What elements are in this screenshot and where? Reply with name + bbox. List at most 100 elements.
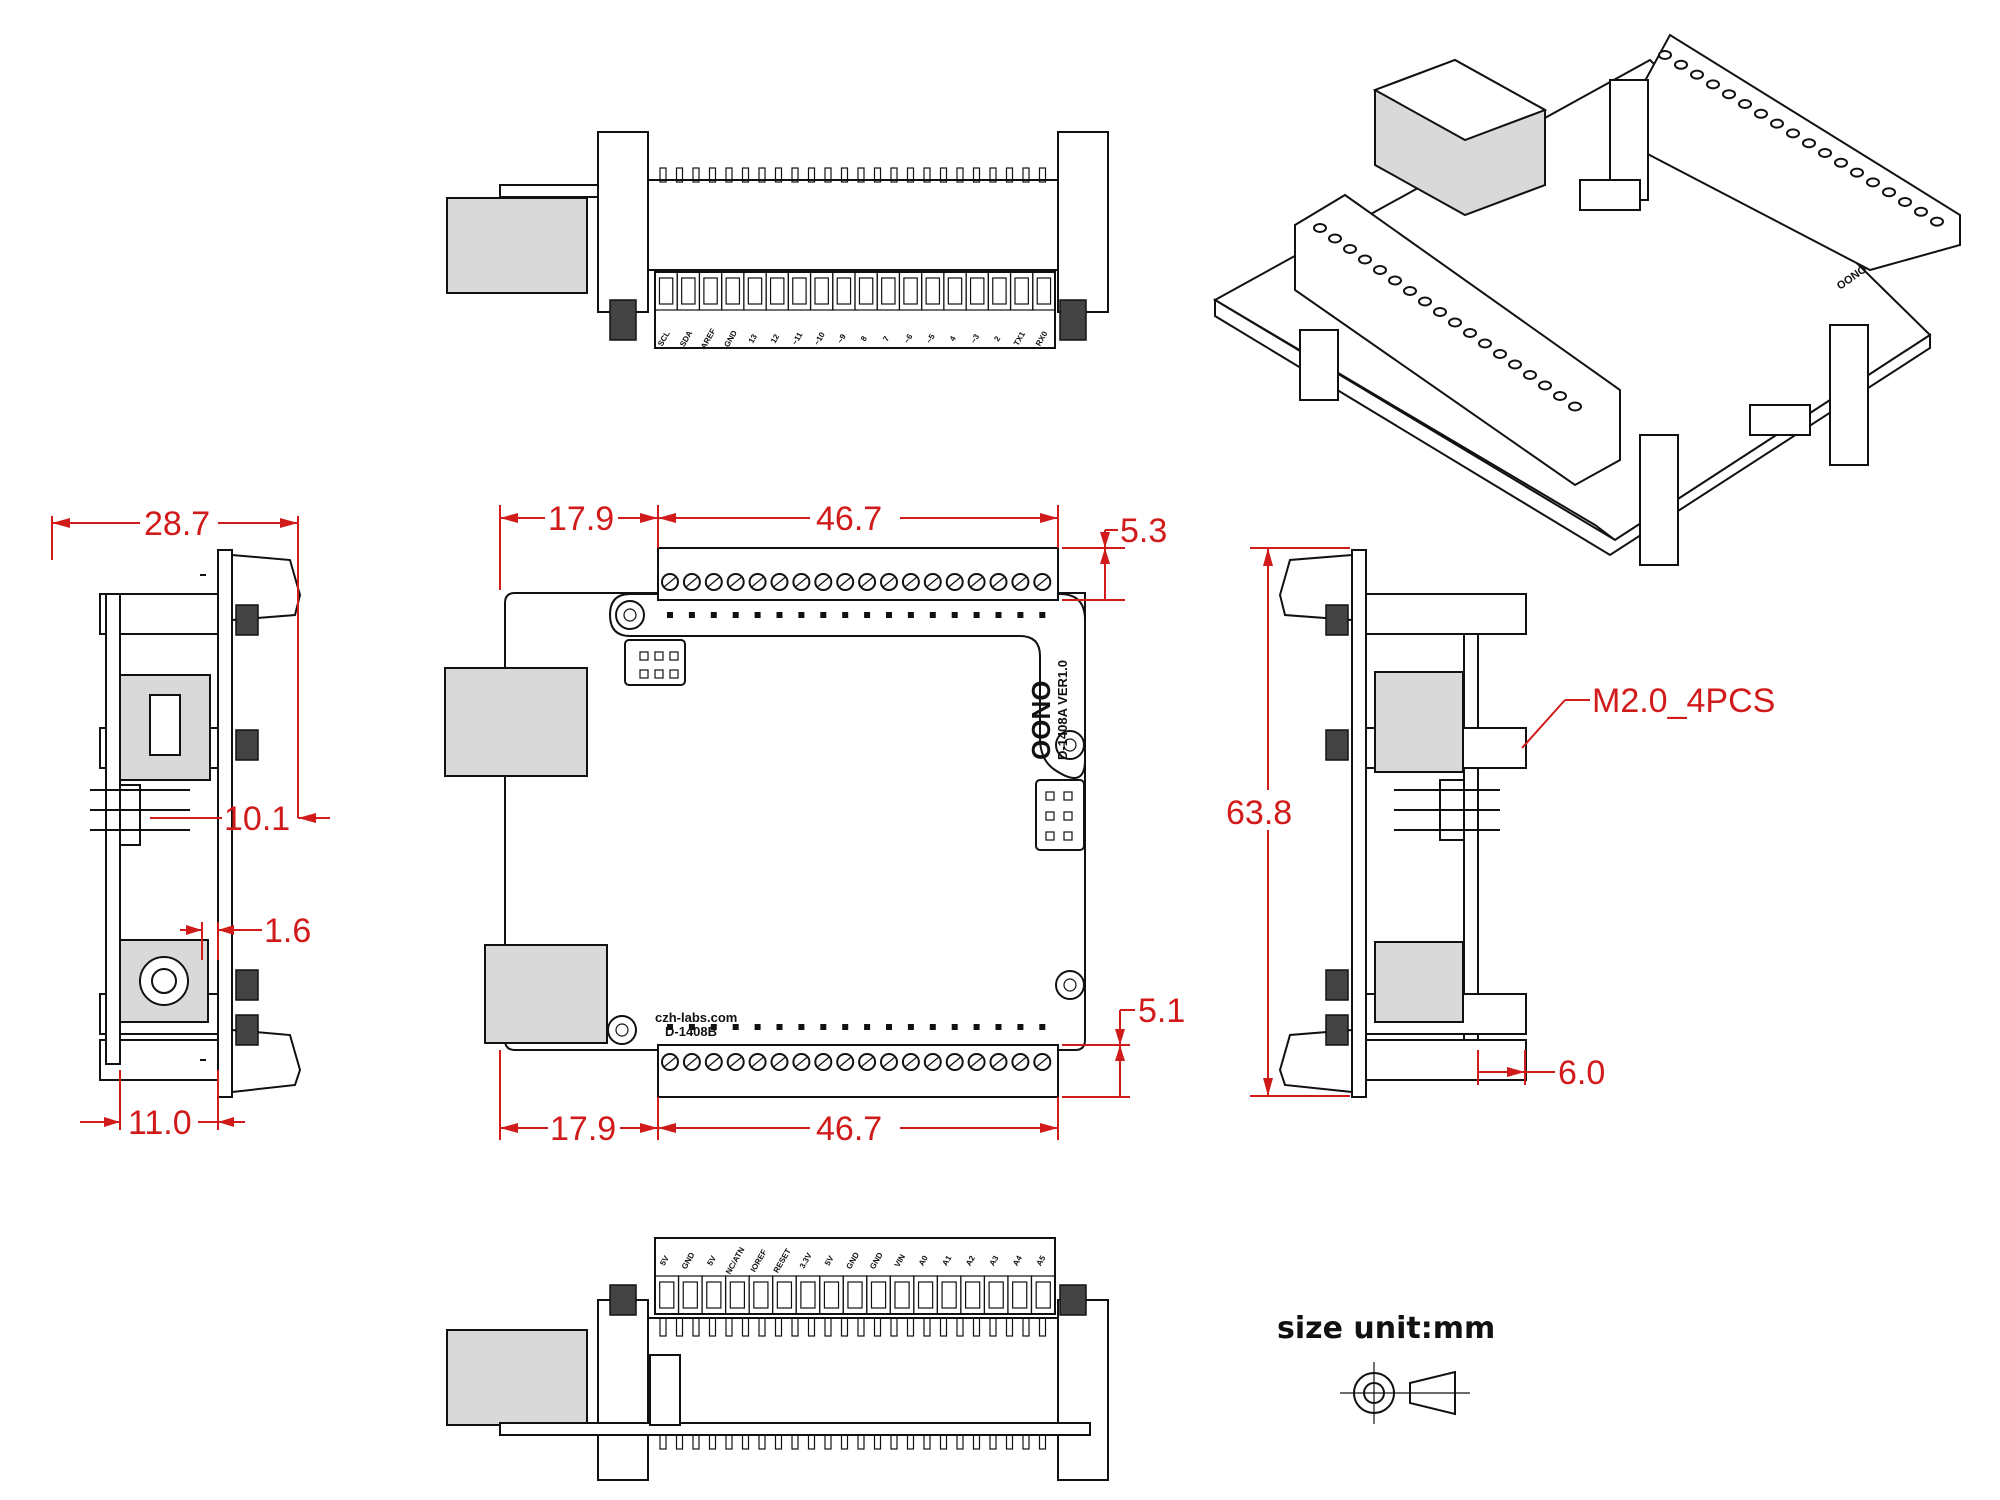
- dim-arrow: [1100, 532, 1110, 548]
- iso-screw: [1706, 79, 1720, 90]
- iso-screw: [1802, 138, 1816, 149]
- screw-slot: [1014, 576, 1027, 588]
- iso-screw: [1786, 128, 1800, 139]
- screw-slot: [729, 1056, 743, 1068]
- screw-slot: [795, 576, 808, 588]
- header-pin: [807, 1317, 816, 1337]
- iso-screw: [1882, 187, 1896, 198]
- left-standoff-top: [99, 593, 231, 635]
- header-pin-tail: [758, 1434, 766, 1450]
- plan-view: OONO D-1408A VER1.0 czh-labs.com D-1408B…: [444, 500, 1185, 1148]
- header-pin-tail: [956, 1434, 964, 1450]
- header-pin: [1022, 167, 1030, 183]
- header-pin: [692, 167, 700, 183]
- terminal-slot: [870, 1281, 887, 1309]
- iso-screw: [1754, 108, 1768, 119]
- pad: [842, 612, 849, 618]
- header-pin-tail: [840, 1434, 849, 1450]
- pad: [820, 612, 827, 618]
- right-usb-jack: [1374, 671, 1464, 773]
- screw-slot: [926, 576, 940, 588]
- header-pin-tail: [906, 1434, 915, 1450]
- icsp-pin: [1063, 791, 1073, 801]
- dim-5-3: 5.3: [1120, 512, 1167, 550]
- iso-screws-front: [1313, 223, 1582, 412]
- header-pin: [807, 167, 816, 183]
- plan-pads-top: [667, 612, 1046, 618]
- mount-hole-bl: [607, 1015, 637, 1045]
- header-pin: [1005, 1317, 1014, 1337]
- pad: [951, 1024, 958, 1030]
- pad: [1039, 612, 1046, 618]
- header-pin-tail: [890, 1434, 898, 1450]
- terminal-slot: [823, 1281, 840, 1309]
- iso-screw: [1433, 307, 1447, 317]
- bot-standoff-screw-right: [1059, 1284, 1087, 1316]
- iso-screw: [1866, 177, 1880, 188]
- icsp-pins: [639, 651, 1073, 841]
- icsp-pin: [669, 651, 679, 661]
- left-pin-header: [119, 784, 141, 846]
- header-pin: [857, 1317, 865, 1337]
- dim-arrow: [1100, 548, 1110, 564]
- plan-terminal-bottom: [657, 1044, 1059, 1098]
- header-pin-tail: [824, 1434, 832, 1450]
- dim-arrow: [1507, 1067, 1525, 1077]
- isometric-view: OONO: [1212, 33, 1961, 566]
- header-pin: [675, 1317, 684, 1337]
- icsp-pin: [654, 651, 664, 661]
- header-pin: [939, 167, 948, 183]
- header-pin: [989, 167, 997, 183]
- screw-slot: [904, 576, 918, 588]
- plan-terminal-screws-top: [661, 573, 1052, 591]
- terminal-label: 4: [948, 334, 958, 343]
- right-screw-2: [1325, 729, 1349, 761]
- pad: [995, 1024, 1002, 1030]
- dim-46-7-bottom: 46.7: [816, 1110, 882, 1148]
- dim-6-0: 6.0: [1558, 1054, 1605, 1092]
- pad: [754, 612, 761, 618]
- iso-usb-top: [1372, 58, 1548, 142]
- right-screw-4: [1325, 1014, 1349, 1046]
- right-standoff-top: [1365, 593, 1527, 635]
- dim-arrow: [1115, 1029, 1125, 1045]
- terminal-slot: [917, 1281, 934, 1309]
- dim-17-9-top: 17.9: [548, 500, 614, 538]
- screw-slot: [1035, 576, 1049, 588]
- dim-arrow: [1115, 1045, 1125, 1061]
- screw-slot: [926, 1056, 940, 1068]
- terminal-slot: [1036, 277, 1052, 305]
- iso-screw: [1898, 197, 1912, 207]
- pad: [798, 1024, 805, 1030]
- header-pin-tail: [939, 1434, 948, 1450]
- screw-slot: [751, 576, 764, 588]
- left-usb-socket: [149, 694, 181, 756]
- header-pin: [939, 1317, 948, 1337]
- iso-screw: [1722, 89, 1736, 100]
- screw-slot: [948, 576, 962, 588]
- header-pin: [758, 1317, 766, 1337]
- header-pin: [840, 167, 849, 183]
- iso-board-edge: [1214, 298, 1931, 557]
- dim-arrow: [1263, 548, 1273, 566]
- pad: [732, 612, 739, 618]
- screw-slot: [816, 1056, 830, 1068]
- left-screw-3: [235, 969, 259, 1001]
- terminal-slot: [725, 277, 741, 305]
- terminal-slot: [947, 277, 963, 305]
- header-pin-tail: [807, 1434, 816, 1450]
- header-pin: [1038, 1317, 1047, 1337]
- terminal-slot: [814, 277, 829, 305]
- pad: [929, 1024, 936, 1030]
- header-pin-tail: [675, 1434, 684, 1450]
- left-screw-1: [235, 604, 259, 636]
- iso-screw: [1388, 275, 1402, 286]
- usb-jack-side: [446, 197, 588, 294]
- iso-screw: [1358, 254, 1372, 265]
- dim-arrow: [280, 518, 298, 528]
- dim-arrow: [1040, 1123, 1058, 1133]
- iso-screw: [1403, 286, 1417, 296]
- mount-hole-tl: [615, 600, 645, 630]
- dim-5-1: 5.1: [1138, 992, 1185, 1030]
